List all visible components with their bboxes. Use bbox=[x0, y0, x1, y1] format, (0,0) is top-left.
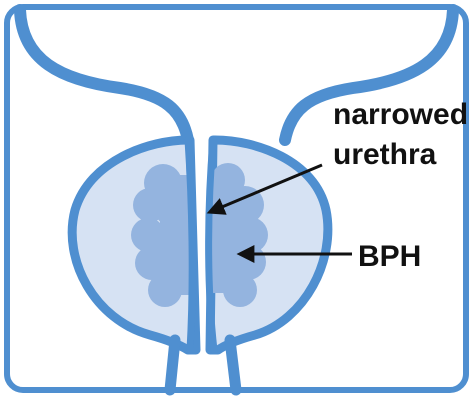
narrowed-urethra-label-line1: narrowed bbox=[333, 98, 468, 131]
bph-label: BPH bbox=[358, 240, 421, 273]
urethra-outlet-right bbox=[230, 340, 236, 390]
narrowed-urethra-label-line2: urethra bbox=[333, 138, 437, 171]
urethra-outlet-left bbox=[170, 340, 175, 390]
